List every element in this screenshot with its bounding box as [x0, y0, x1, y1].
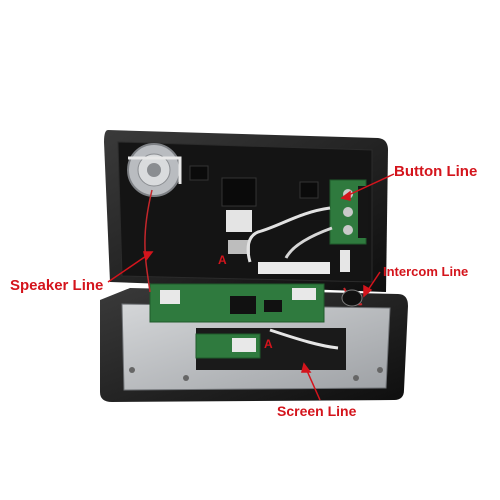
intercom-line-label: Intercom Line	[383, 264, 469, 279]
speaker	[127, 143, 182, 197]
button-board	[329, 179, 368, 245]
connector-marker-left: A	[218, 253, 227, 267]
callout-arrows	[107, 173, 395, 401]
button-line-label: Button Line	[394, 163, 478, 180]
speaker-line-label: Speaker Line	[10, 277, 104, 294]
wire-harness	[144, 189, 363, 350]
main-circuit-board	[149, 262, 330, 359]
connector-marker-right: A	[264, 337, 273, 351]
screen-line-label: Screen Line	[277, 403, 357, 419]
